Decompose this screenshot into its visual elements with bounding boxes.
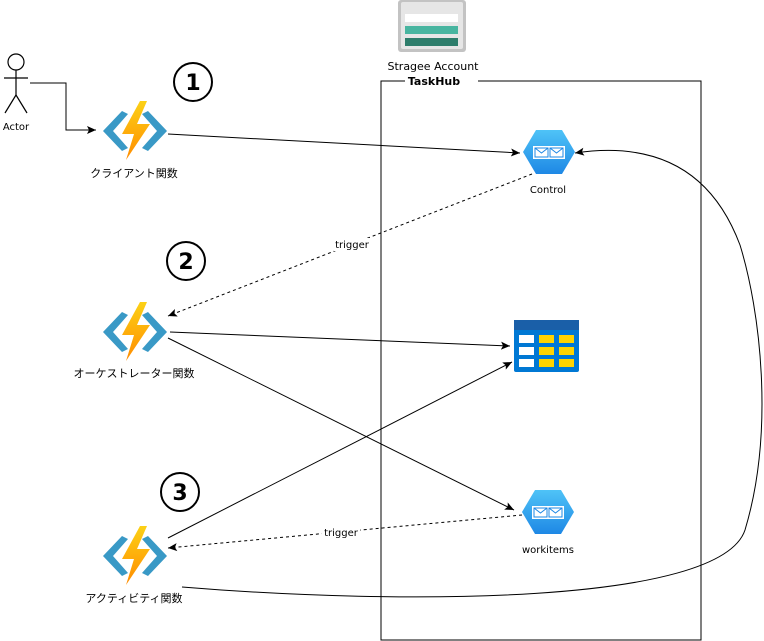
edge-label-control-trigger: trigger [335, 240, 370, 251]
step-3-marker: 3 [160, 472, 200, 512]
edge-control-trigger-orchestrator [167, 173, 533, 317]
step-2-marker: 2 [166, 241, 206, 281]
storage-account-icon [398, 0, 466, 52]
edge-client-to-control [167, 133, 521, 157]
edge-orchestrator-to-workitems [167, 337, 515, 511]
client-function-icon [103, 101, 167, 160]
orchestrator-function-icon [103, 302, 167, 361]
table-storage-icon [514, 320, 579, 372]
edge-activity-to-table [167, 361, 513, 539]
svg-text:3: 3 [172, 481, 187, 506]
edge-orchestrator-to-table [169, 331, 511, 350]
step-1-marker: 1 [173, 62, 213, 102]
workitems-queue-label: workitems [522, 545, 574, 556]
control-queue-label: Control [530, 185, 566, 196]
edge-label-workitems-trigger: trigger [324, 528, 359, 539]
actor-icon [4, 53, 28, 114]
edge-workitems-trigger-activity [167, 514, 523, 552]
orchestrator-function-label: オーケストレーター関数 [74, 367, 195, 380]
svg-text:1: 1 [185, 71, 200, 96]
client-function-label: クライアント関数 [90, 167, 178, 180]
actor-label: Actor [3, 122, 30, 133]
control-queue-icon [523, 130, 575, 174]
edge-actor-to-client [30, 82, 96, 134]
taskhub-label: TaskHub [408, 75, 460, 88]
svg-text:2: 2 [178, 250, 193, 275]
activity-function-icon [103, 526, 167, 585]
storage-account-label: Stragee Account [388, 60, 480, 73]
edge-activity-to-control [181, 147, 763, 598]
workitems-queue-icon [522, 490, 574, 534]
activity-function-label: アクティビティ関数 [85, 592, 182, 605]
taskhub-container [380, 80, 702, 641]
